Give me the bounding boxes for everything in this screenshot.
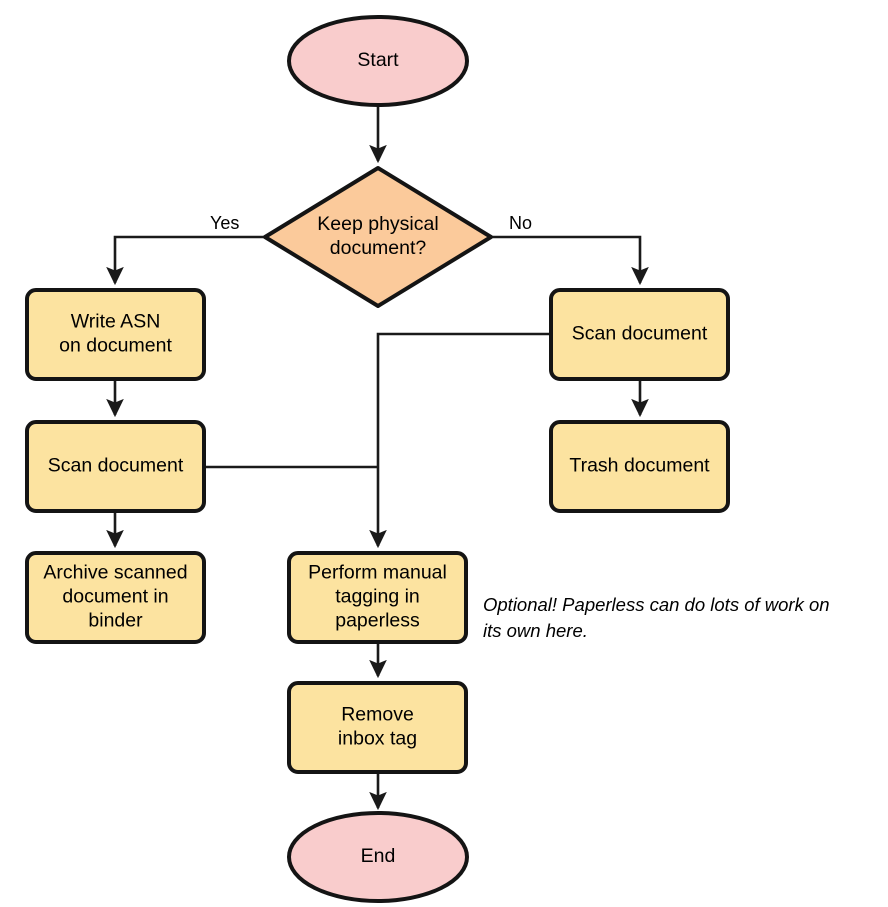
edge-decision-no — [491, 235, 649, 286]
node-label-trash-document: Trash document — [569, 455, 710, 477]
node-shape-rect — [287, 681, 468, 774]
edge-labels-layer: Yes No — [210, 213, 532, 233]
node-shape-rect — [25, 551, 206, 644]
node-shape-diamond — [263, 166, 493, 308]
edge-decision-yes — [106, 235, 265, 286]
node-scan-document-right[interactable]: Scan document — [549, 288, 730, 381]
node-shape-rect — [25, 288, 206, 381]
annotation-optional-note: Optional! Paperless can do lots of work … — [483, 594, 830, 641]
edge-label-no-label: No — [509, 213, 532, 233]
edges-layer — [106, 105, 649, 811]
node-label-scan-document-left: Scan document — [48, 455, 184, 477]
edge-label-yes-label: Yes — [210, 213, 239, 233]
node-label-start: Start — [357, 49, 399, 71]
node-label-end: End — [361, 845, 396, 867]
node-label-scan-document-right: Scan document — [572, 323, 708, 345]
node-shape-rect — [549, 420, 730, 513]
node-shape-rect — [287, 551, 468, 644]
node-end[interactable]: End — [287, 811, 469, 903]
node-shape-rect — [25, 420, 206, 513]
node-trash-document[interactable]: Trash document — [549, 420, 730, 513]
edge-scan-right-to-tagging — [369, 332, 551, 549]
node-start[interactable]: Start — [287, 15, 469, 107]
node-shape-ellipse — [287, 15, 469, 107]
node-scan-document-left[interactable]: Scan document — [25, 420, 206, 513]
node-shape-ellipse — [287, 811, 469, 903]
annotations-layer: Optional! Paperless can do lots of work … — [483, 594, 830, 641]
node-shape-rect — [549, 288, 730, 381]
